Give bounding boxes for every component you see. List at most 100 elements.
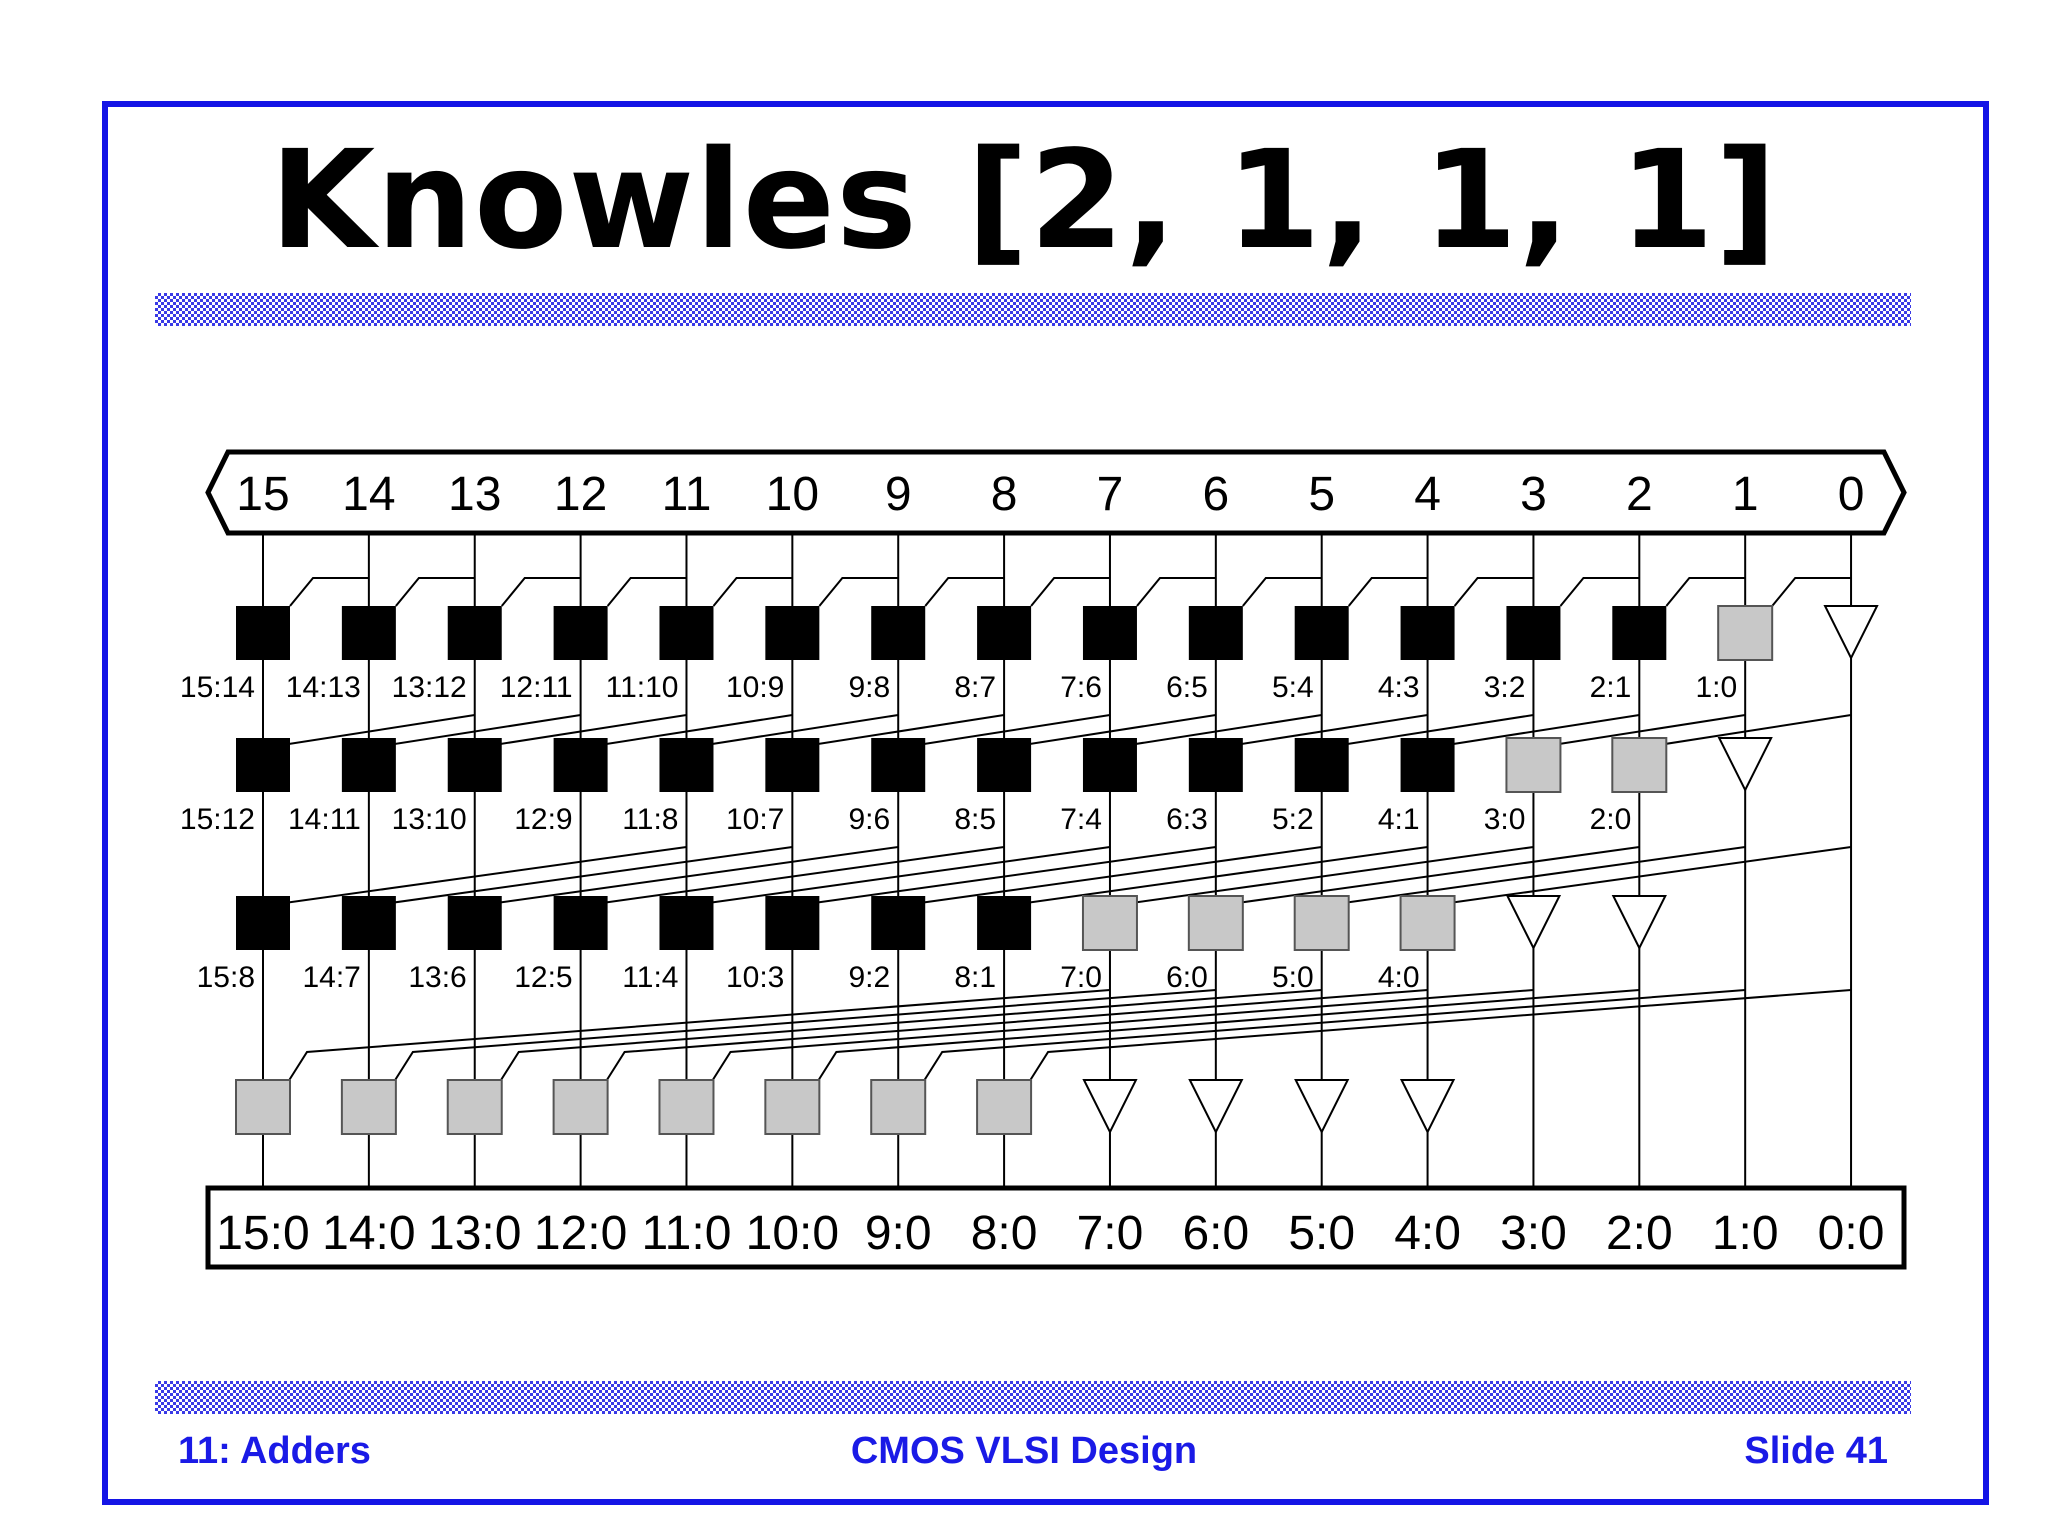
input-bit-label: 8	[991, 468, 1018, 521]
cross-wire	[368, 714, 581, 749]
gray-cell	[764, 1079, 821, 1135]
slide-frame	[102, 101, 1989, 1505]
black-cell	[1188, 606, 1243, 660]
black-cell	[1188, 738, 1243, 792]
black-cell	[341, 896, 396, 950]
prefix-range-label: 10:3	[726, 961, 784, 994]
cross-wire	[580, 714, 793, 749]
black-cell	[236, 606, 290, 660]
cross-wire	[1136, 577, 1216, 607]
input-bit-label: 2	[1626, 468, 1653, 521]
cross-wire	[1533, 714, 1746, 749]
cross-wire	[395, 577, 475, 607]
black-cell	[447, 606, 502, 660]
gray-cell	[870, 1079, 927, 1135]
cross-wire	[1109, 846, 1534, 907]
output-bit-label: 13:0	[428, 1207, 521, 1260]
cross-wire	[924, 577, 1005, 607]
gray-cell	[446, 1079, 503, 1135]
cross-wire	[474, 846, 899, 907]
black-cell	[659, 896, 714, 950]
cross-wire	[1665, 577, 1746, 607]
prefix-range-label: 8:5	[954, 803, 996, 836]
prefix-range-label: 11:10	[606, 671, 679, 704]
gray-cell	[658, 1079, 715, 1135]
cross-wire	[1028, 989, 1852, 1083]
input-bit-label: 12	[554, 468, 607, 521]
cross-wire	[1003, 714, 1216, 749]
buffer-triangle	[1399, 1079, 1456, 1135]
cross-wire	[1030, 577, 1110, 607]
cross-wire	[1321, 714, 1534, 749]
black-cell	[1400, 606, 1455, 660]
output-bit-label: 3:0	[1500, 1207, 1567, 1260]
prefix-range-label: 9:6	[849, 803, 891, 836]
cross-wire	[368, 846, 793, 907]
black-cell	[659, 738, 714, 792]
cross-wire	[1453, 577, 1534, 607]
input-bit-label: 13	[448, 468, 501, 521]
output-bit-label: 10:0	[746, 1207, 839, 1260]
cross-wire	[818, 577, 899, 607]
prefix-range-label: 3:0	[1484, 803, 1526, 836]
black-cell	[236, 896, 290, 950]
black-cell	[447, 738, 502, 792]
output-bit-label: 2:0	[1606, 1207, 1673, 1260]
prefix-range-label: 9:8	[849, 671, 891, 704]
black-cell	[1082, 738, 1137, 792]
prefix-range-label: 12:5	[514, 961, 572, 994]
prefix-range-label: 14:13	[286, 671, 361, 704]
input-bit-label: 9	[885, 468, 912, 521]
buffer-triangle	[1294, 1079, 1350, 1135]
input-bit-label: 11	[662, 468, 712, 521]
prefix-range-label: 5:0	[1272, 961, 1314, 994]
cross-wire	[898, 846, 1322, 907]
prefix-range-label: 14:11	[288, 803, 361, 836]
prefix-range-label: 8:7	[954, 671, 996, 704]
gray-cell	[1611, 737, 1668, 793]
cross-wire	[500, 577, 581, 607]
cross-wire	[498, 989, 1322, 1083]
black-cell	[871, 606, 926, 660]
gray-cell	[1505, 737, 1562, 793]
footer-slide-number: Slide 41	[1744, 1430, 1888, 1472]
prefix-range-label: 7:4	[1060, 803, 1102, 836]
cross-wire	[1559, 577, 1640, 607]
buffer-triangle	[1505, 895, 1562, 951]
prefix-range-label: 12:9	[514, 803, 572, 836]
cross-wire	[898, 714, 1111, 749]
cross-wire	[710, 989, 1534, 1083]
prefix-range-label: 6:5	[1166, 671, 1208, 704]
gray-cell	[1399, 895, 1456, 951]
cross-wire	[474, 714, 687, 749]
output-bit-label: 7:0	[1077, 1207, 1144, 1260]
black-cell	[236, 738, 290, 792]
cross-wire	[792, 714, 1005, 749]
slide-title: Knowles [2, 1, 1, 1]	[269, 122, 1779, 280]
prefix-range-label: 4:0	[1378, 961, 1420, 994]
cross-wire	[1003, 846, 1428, 907]
prefix-range-label: 6:0	[1166, 961, 1208, 994]
buffer-triangle	[1823, 605, 1879, 661]
output-bus	[205, 1185, 1907, 1270]
black-cell	[977, 896, 1032, 950]
buffer-triangle	[1717, 737, 1773, 793]
output-bit-label: 9:0	[865, 1207, 932, 1260]
output-bit-label: 0:0	[1818, 1207, 1885, 1260]
gray-cell	[235, 1079, 291, 1135]
top-divider-band	[155, 293, 1911, 326]
footer-chapter: 11: Adders	[178, 1430, 371, 1472]
cross-wire	[604, 989, 1428, 1083]
output-bit-label: 4:0	[1394, 1207, 1461, 1260]
diagram-cells	[235, 605, 1879, 1135]
black-cell	[553, 738, 608, 792]
input-bit-label: 3	[1520, 468, 1547, 521]
black-cell	[1506, 606, 1561, 660]
cross-wire	[289, 577, 369, 607]
gray-cell	[976, 1079, 1033, 1135]
buffer-triangle	[1611, 895, 1667, 951]
cross-wire	[262, 846, 687, 907]
input-bit-label: 10	[766, 468, 819, 521]
